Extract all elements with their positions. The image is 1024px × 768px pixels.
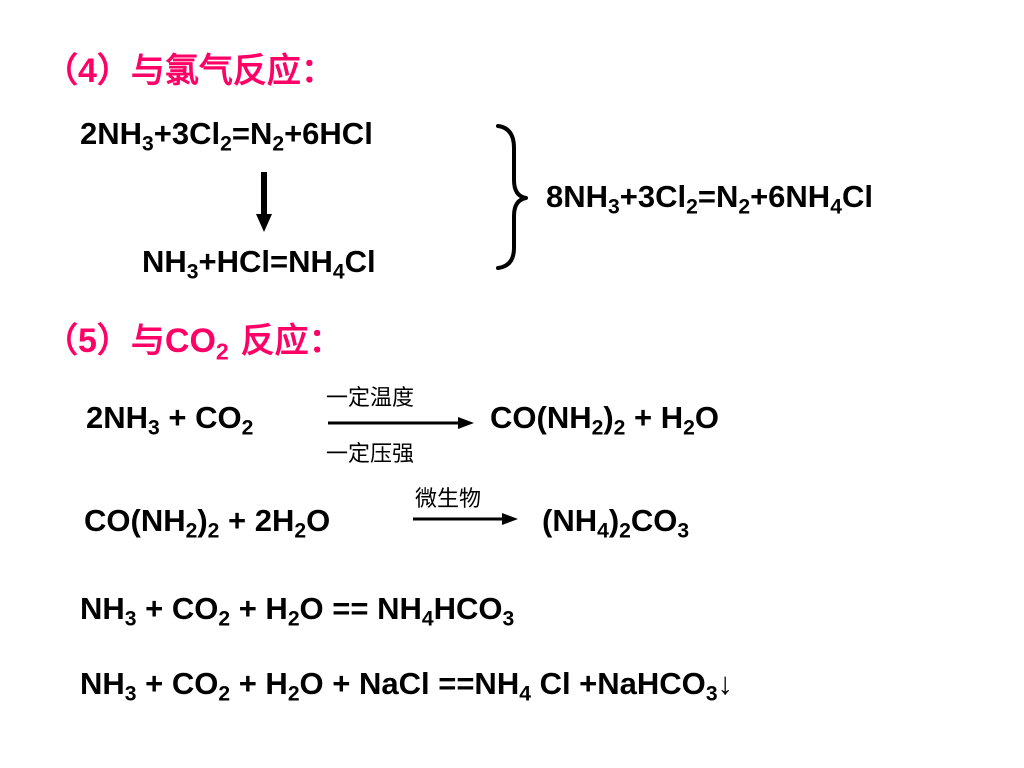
- equation-combined-total: 8NH3+3Cl2=N2+6NH4Cl: [546, 179, 873, 218]
- section-5-heading: （5）与CO2 反应：: [44, 321, 343, 363]
- eq-subscript: 2: [619, 519, 631, 543]
- eq-text: + CO: [136, 666, 219, 701]
- eq-subscript: 3: [502, 607, 515, 631]
- eq-subscript: 4: [597, 519, 609, 543]
- eq-subscript: 3: [124, 607, 137, 631]
- section-4-open-paren: （: [44, 51, 78, 91]
- equation-urea-synthesis-products: CO(NH2)2 + H2O: [490, 400, 719, 439]
- eq-subscript: 2: [686, 195, 698, 219]
- section-5-molecule-subscript: 2: [215, 338, 229, 365]
- eq-text: +3Cl: [153, 116, 221, 151]
- eq-text: (NH: [542, 503, 598, 538]
- eq-text: Cl: [344, 244, 376, 279]
- eq-text: +3Cl: [619, 179, 687, 214]
- eq-subscript: 2: [207, 519, 220, 543]
- section-4-close-paren: ）: [96, 51, 131, 91]
- eq-subscript: 2: [218, 607, 231, 631]
- eq-text: ): [197, 503, 208, 538]
- eq-text: + CO: [159, 400, 242, 435]
- eq-text: + H: [230, 666, 288, 701]
- equation-urea-synthesis-reactants: 2NH3 + CO2: [86, 400, 253, 439]
- section-4-heading: （4）与氯气反应：: [44, 54, 335, 88]
- eq-subscript: 2: [287, 682, 300, 706]
- section-5-close-paren: ）: [96, 321, 131, 361]
- eq-text: O == NH: [299, 591, 422, 626]
- eq-subscript: 2: [287, 607, 300, 631]
- eq-text: Cl: [841, 179, 873, 214]
- section-5-number: 5: [78, 322, 97, 360]
- eq-text: CO: [630, 503, 678, 538]
- eq-text: + 2H: [219, 503, 295, 538]
- eq-text: =N: [697, 179, 739, 214]
- section-5-title-end: 反应：: [228, 321, 343, 361]
- section-4-number: 4: [78, 52, 97, 90]
- eq-subscript: 3: [142, 132, 154, 156]
- eq-text: + CO: [136, 591, 219, 626]
- equation-urea-hydrolysis-products: (NH4)2CO3: [542, 503, 689, 542]
- eq-text: + H: [230, 591, 288, 626]
- eq-subscript: 4: [332, 260, 345, 284]
- eq-subscript: 3: [608, 195, 620, 219]
- eq-subscript: 2: [272, 132, 285, 156]
- eq-text: CO(NH: [490, 400, 592, 435]
- reaction-arrow-icon: [413, 513, 518, 525]
- eq-text: +6HCl: [284, 116, 373, 151]
- eq-subscript: 3: [124, 682, 137, 706]
- equation-ammonia-chlorine: 2NH3+3Cl2=N2+6HCl: [80, 116, 373, 155]
- eq-subscript: 2: [218, 682, 231, 706]
- eq-text: O: [306, 503, 331, 538]
- eq-subscript: 2: [613, 416, 626, 440]
- eq-text: + H: [625, 400, 684, 435]
- equation-urea-hydrolysis-reactants: CO(NH2)2 + 2H2O: [84, 503, 331, 542]
- eq-text: =N: [231, 116, 273, 151]
- condition-temperature: 一定温度: [326, 386, 415, 411]
- eq-subscript: 2: [185, 519, 198, 543]
- eq-subscript: 3: [705, 682, 718, 706]
- eq-text: NH: [142, 244, 187, 279]
- eq-subscript: 2: [738, 195, 751, 219]
- eq-subscript: 4: [830, 195, 842, 219]
- condition-pressure: 一定压强: [326, 442, 415, 467]
- eq-subscript: 2: [220, 132, 232, 156]
- eq-subscript: 3: [677, 519, 690, 543]
- eq-text: +6NH: [750, 179, 831, 214]
- eq-subscript: 4: [519, 682, 531, 706]
- right-brace-icon: [496, 124, 528, 270]
- eq-text: ): [603, 400, 614, 435]
- eq-text: NH: [80, 666, 125, 701]
- eq-text: CO(NH: [84, 503, 186, 538]
- precipitate-arrow: ↓: [717, 666, 734, 701]
- section-5-title-start: 与: [130, 321, 165, 361]
- eq-text: 2NH: [80, 116, 143, 151]
- equation-ammonium-bicarbonate: NH3 + CO2 + H2O == NH4HCO3: [80, 591, 514, 630]
- condition-microorganism: 微生物: [415, 487, 482, 512]
- eq-text: ): [608, 503, 620, 538]
- eq-subscript: 4: [421, 607, 434, 631]
- eq-text: Cl +NaHCO: [530, 666, 706, 701]
- eq-text: +HCl=NH: [198, 244, 333, 279]
- section-4-title: 与氯气反应：: [130, 51, 335, 91]
- equation-ammonia-hcl: NH3+HCl=NH4Cl: [142, 244, 376, 283]
- eq-text: 2NH: [86, 400, 149, 435]
- eq-subscript: 2: [591, 416, 604, 440]
- eq-text: O: [694, 400, 719, 435]
- eq-subscript: 3: [186, 260, 199, 284]
- eq-subscript: 2: [241, 416, 254, 440]
- eq-subscript: 2: [294, 519, 307, 543]
- section-5-open-paren: （: [44, 321, 78, 361]
- reaction-arrow-icon: [328, 417, 474, 429]
- section-5-molecule: CO: [164, 322, 216, 360]
- eq-text: O + NaCl ==NH: [299, 666, 520, 701]
- eq-subscript: 2: [683, 416, 695, 440]
- eq-text: HCO: [433, 591, 503, 626]
- eq-text: NH: [80, 591, 125, 626]
- down-arrow-icon: [256, 172, 272, 232]
- eq-text: 8NH: [546, 179, 609, 214]
- equation-solvay-process: NH3 + CO2 + H2O + NaCl ==NH4 Cl +NaHCO3↓: [80, 666, 734, 705]
- eq-subscript: 3: [148, 416, 160, 440]
